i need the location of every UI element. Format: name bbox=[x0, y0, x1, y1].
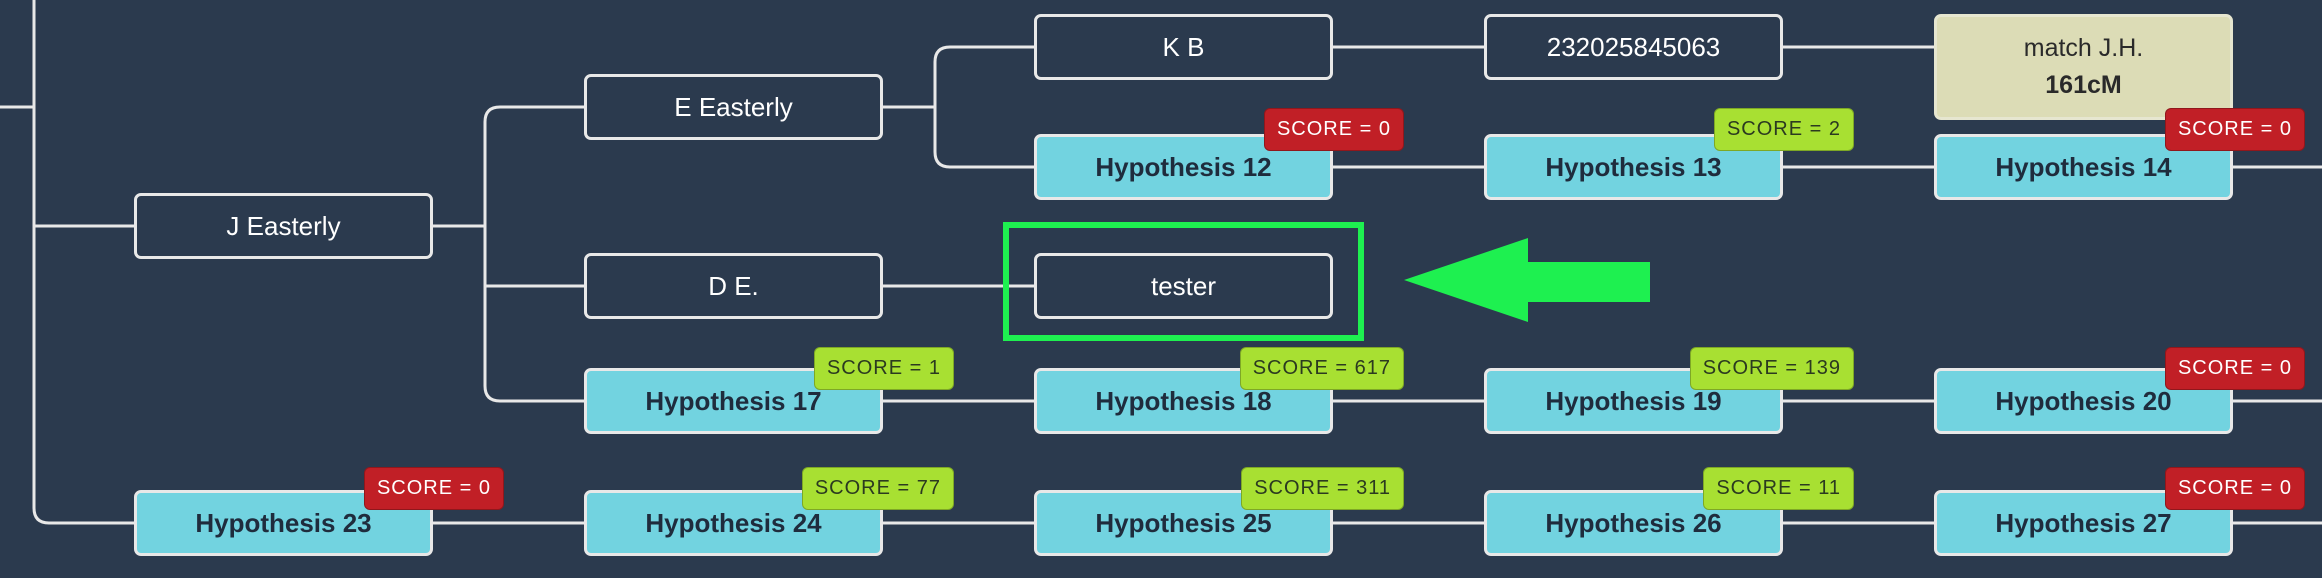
score-badge-hyp27: SCORE = 0 bbox=[2164, 467, 2305, 510]
node-label: K B bbox=[1162, 31, 1205, 62]
score-badge-hyp12: SCORE = 0 bbox=[1263, 108, 1404, 151]
score-badge-hyp20: SCORE = 0 bbox=[2164, 347, 2305, 390]
node-label: D E. bbox=[708, 270, 759, 301]
pointer-arrow-icon bbox=[1404, 238, 1650, 322]
node-e-easterly[interactable]: E Easterly bbox=[584, 74, 883, 140]
node-label: Hypothesis 14 bbox=[1995, 151, 2172, 182]
node-match-jh[interactable]: match J.H. 161cM bbox=[1934, 14, 2233, 120]
score-badge-hyp18: SCORE = 617 bbox=[1239, 347, 1404, 390]
node-hypothesis-23[interactable]: Hypothesis 23 bbox=[134, 490, 433, 556]
node-label: tester bbox=[1150, 270, 1217, 301]
node-hypothesis-24[interactable]: Hypothesis 24 bbox=[584, 490, 883, 556]
node-label: Hypothesis 18 bbox=[1095, 385, 1272, 416]
node-label: Hypothesis 19 bbox=[1545, 385, 1722, 416]
match-name: match J.H. bbox=[2023, 34, 2144, 62]
match-cm: 161cM bbox=[2045, 71, 2122, 99]
score-badge-hyp19: SCORE = 139 bbox=[1689, 347, 1854, 390]
score-badge-hyp13: SCORE = 2 bbox=[1713, 108, 1854, 151]
node-label: E Easterly bbox=[674, 91, 793, 122]
node-label: Hypothesis 17 bbox=[645, 385, 822, 416]
score-badge-hyp23: SCORE = 0 bbox=[363, 467, 504, 510]
node-label: Hypothesis 12 bbox=[1095, 151, 1272, 182]
node-label: Hypothesis 13 bbox=[1545, 151, 1722, 182]
node-d-e[interactable]: D E. bbox=[584, 253, 883, 319]
node-232025845063[interactable]: 232025845063 bbox=[1484, 14, 1783, 80]
highlight-box bbox=[1003, 222, 1364, 341]
node-hypothesis-17[interactable]: Hypothesis 17 bbox=[584, 368, 883, 434]
score-badge-hyp17: SCORE = 1 bbox=[813, 347, 954, 390]
node-label: Hypothesis 26 bbox=[1545, 507, 1722, 538]
node-label: 232025845063 bbox=[1546, 31, 1721, 62]
node-j-easterly[interactable]: J Easterly bbox=[134, 193, 433, 259]
node-k-b[interactable]: K B bbox=[1034, 14, 1333, 80]
node-hypothesis-12[interactable]: Hypothesis 12 bbox=[1034, 134, 1333, 200]
node-hypothesis-26[interactable]: Hypothesis 26 bbox=[1484, 490, 1783, 556]
score-badge-hyp25: SCORE = 311 bbox=[1241, 467, 1404, 510]
node-label: Hypothesis 23 bbox=[195, 507, 372, 538]
score-badge-hyp26: SCORE = 11 bbox=[1703, 467, 1854, 510]
node-tester[interactable]: tester bbox=[1034, 253, 1333, 319]
score-badge-hyp24: SCORE = 77 bbox=[801, 467, 954, 510]
score-badge-hyp14: SCORE = 0 bbox=[2164, 108, 2305, 151]
node-label: Hypothesis 20 bbox=[1995, 385, 2172, 416]
node-label: Hypothesis 24 bbox=[645, 507, 822, 538]
node-label: Hypothesis 27 bbox=[1995, 507, 2172, 538]
node-label: Hypothesis 25 bbox=[1095, 507, 1272, 538]
node-label: J Easterly bbox=[226, 210, 341, 241]
